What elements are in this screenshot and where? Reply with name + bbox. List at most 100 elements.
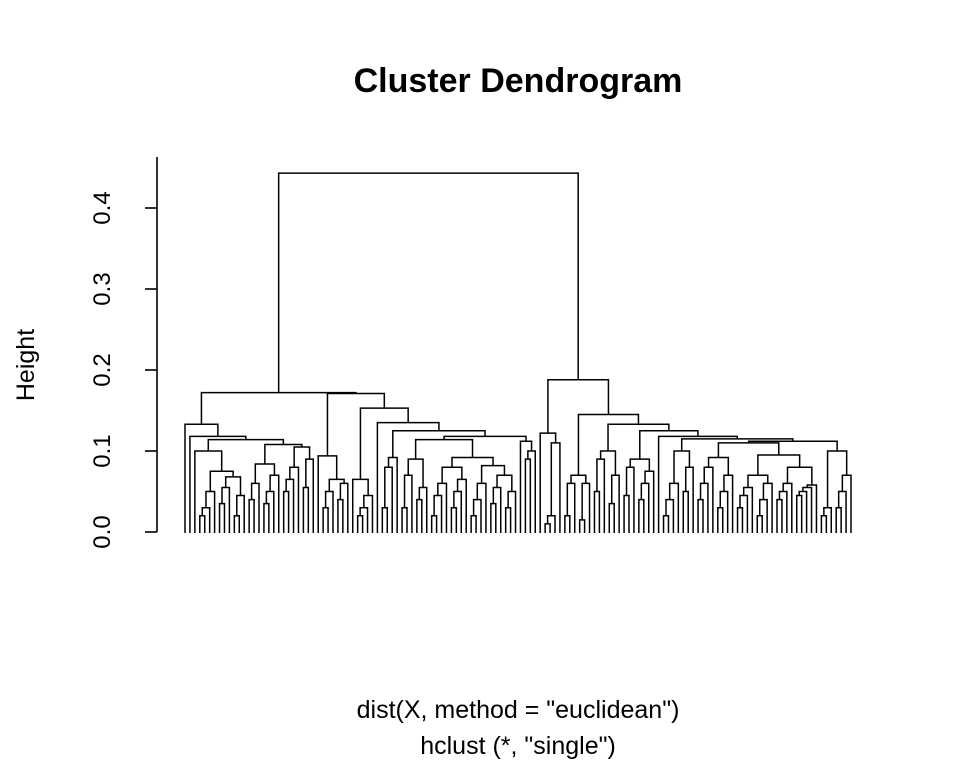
dendrogram-merge xyxy=(625,466,635,533)
dendrogram-merge xyxy=(707,456,730,476)
dendrogram-merge xyxy=(757,454,801,476)
dendrogram-merge xyxy=(236,494,245,533)
dendrogram-merge xyxy=(566,482,576,533)
y-axis: 0.0 0.1 0.2 0.3 0.4 xyxy=(89,157,158,549)
dendrogram-merge xyxy=(496,474,513,492)
dendrogram-merge xyxy=(736,506,744,533)
dendrogram-merge xyxy=(293,446,311,468)
dendrogram-merge xyxy=(328,478,345,492)
dendrogram-merge xyxy=(285,478,295,533)
dendrogram-merge xyxy=(337,498,344,533)
y-tick-label: 0.0 xyxy=(89,515,116,548)
dendrogram-merge xyxy=(265,490,275,533)
dendrogram-merge xyxy=(250,482,260,533)
dendrogram-merge xyxy=(359,506,369,533)
dendrogram-merge xyxy=(221,486,231,533)
dendrogram-merge xyxy=(218,502,226,533)
dendrogram-merge xyxy=(492,486,502,533)
dendrogram-merge xyxy=(339,482,349,533)
dendrogram-merge xyxy=(596,458,606,533)
y-axis-label: Height xyxy=(12,329,40,401)
dendrogram-merge xyxy=(826,450,848,508)
chart-title: Cluster Dendrogram xyxy=(354,62,683,100)
dendrogram-merge xyxy=(433,494,443,533)
dendrogram-merge xyxy=(302,486,310,533)
dendrogram-merge xyxy=(277,172,579,393)
y-tick-label: 0.2 xyxy=(89,353,116,386)
dendrogram-merge xyxy=(756,515,763,533)
dendrogram-merge xyxy=(578,519,586,533)
dendrogram-merge xyxy=(524,458,532,533)
dendrogram-merge xyxy=(564,515,571,533)
dendrogram-merge xyxy=(324,490,334,533)
dendrogram-merge xyxy=(820,515,828,533)
dendrogram-merge xyxy=(699,482,709,533)
dendrogram-merge xyxy=(835,506,842,533)
dendrogram-merge xyxy=(322,506,329,533)
dendrogram-merge xyxy=(593,490,601,533)
dendrogram-merge xyxy=(747,474,769,488)
dendrogram-merge xyxy=(201,506,211,533)
y-tick-label: 0.3 xyxy=(89,272,116,305)
dendrogram-merge xyxy=(224,476,242,496)
dendrogram-merge xyxy=(684,466,694,533)
dendrogram-merge xyxy=(778,490,788,533)
dendrogram-merge xyxy=(233,515,241,533)
dendrogram-merge xyxy=(453,490,463,533)
dendrogram-merge xyxy=(470,515,477,533)
dendrogram-merge xyxy=(416,498,423,533)
y-tick-label: 0.4 xyxy=(89,191,116,224)
dendrogram-merge xyxy=(282,490,290,533)
dendrogram-merge xyxy=(254,463,276,484)
dendrogram-merge xyxy=(581,482,591,533)
dendrogram-merge xyxy=(326,392,386,456)
dendrogram-merge xyxy=(207,438,285,451)
dendrogram-merge xyxy=(414,438,474,460)
dendrogram-merge xyxy=(450,506,458,533)
dendrogram-merge xyxy=(504,506,512,533)
dendrogram-merge xyxy=(629,458,651,472)
dendrogram-merge xyxy=(200,391,357,425)
dendrogram-merge xyxy=(384,466,393,533)
dendrogram-merge xyxy=(263,502,270,533)
dendrogram-merge xyxy=(401,506,408,533)
dendrogram-merge xyxy=(599,450,617,476)
dendrogram-merge xyxy=(392,430,486,458)
dendrogram-merge xyxy=(798,490,808,533)
dendrogram-merge xyxy=(786,466,813,486)
dendrogram-merge xyxy=(638,498,645,533)
dendrogram-merge xyxy=(356,515,364,533)
dendrogram-merge xyxy=(248,498,255,533)
dendrogram-merge xyxy=(443,435,527,442)
dendrogram-merge xyxy=(823,506,833,533)
dendrogram-merge xyxy=(640,482,650,533)
dendrogram-merge xyxy=(490,502,497,533)
dendrogram-merge xyxy=(717,506,724,533)
dendrogram-tree xyxy=(184,172,852,533)
dendrogram-merge xyxy=(795,494,803,533)
dendrogram-merge xyxy=(199,515,206,533)
dendrogram-merge xyxy=(507,490,517,533)
dendrogram-merge xyxy=(739,494,749,533)
dendrogram-merge xyxy=(430,515,438,533)
dendrogram-merge xyxy=(570,474,587,484)
y-tick-label: 0.1 xyxy=(89,434,116,467)
dendrogram-merge xyxy=(662,515,670,533)
dendrogram-merge xyxy=(608,502,615,533)
dendrogram-merge xyxy=(544,523,551,533)
dendrogram-merge xyxy=(623,494,630,533)
dendrogram-merge xyxy=(682,490,689,533)
dendrogram-merge xyxy=(381,506,389,533)
dendrogram-merge xyxy=(607,423,670,451)
dendrogram-merge xyxy=(441,466,463,484)
dendrogram-merge xyxy=(480,464,506,484)
x-axis-label: dist(X, method = "euclidean") xyxy=(357,696,680,724)
dendrogram-merge xyxy=(719,490,729,533)
dendrogram-merge xyxy=(837,490,847,533)
dendrogram-merge xyxy=(418,486,428,533)
dendrogram-merge xyxy=(527,450,537,533)
dendrogram-merge xyxy=(305,458,315,533)
subtitle: hclust (*, "single") xyxy=(420,732,616,760)
dendrogram-merge xyxy=(776,498,783,533)
